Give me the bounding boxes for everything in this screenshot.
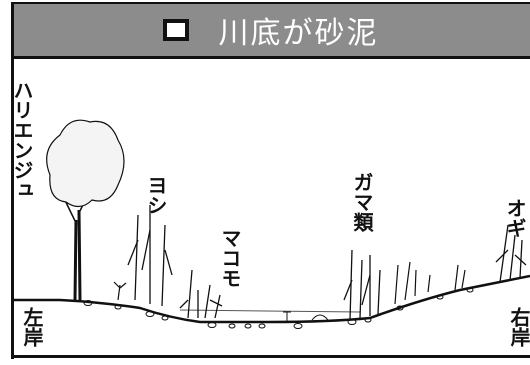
frame-left-border <box>11 4 14 359</box>
label-cattail: ガマ類 <box>350 172 374 233</box>
small-plant-icon <box>113 281 127 301</box>
label-reed: ヨシ <box>144 175 168 215</box>
water-plant-icon <box>283 311 329 322</box>
wild-rice-plant-icon <box>179 269 223 319</box>
water-surface-line <box>179 309 361 313</box>
title-checkbox-icon <box>162 19 189 41</box>
silver-grass-plant-icon <box>495 224 527 283</box>
title-text: 川底が砂泥 <box>218 16 379 51</box>
reed-plant-icon <box>127 205 173 307</box>
label-right-bank: 右岸 <box>507 306 530 348</box>
label-wild-rice: マコモ <box>218 228 242 288</box>
label-silver-grass: オギ <box>503 198 527 238</box>
label-left-bank: 左岸 <box>20 306 44 348</box>
frame-top-border <box>11 2 530 5</box>
label-black-locust: ハリエンジュ <box>10 80 34 200</box>
black-locust-tree-icon <box>46 119 125 301</box>
title-bar: 川底が砂泥 <box>11 4 530 59</box>
pebbles <box>83 287 474 329</box>
frame-bottom-border <box>11 355 530 358</box>
cattail-plant-icon <box>343 249 381 321</box>
right-bank-plants-icon <box>394 261 466 305</box>
riverbed-line <box>14 274 530 324</box>
